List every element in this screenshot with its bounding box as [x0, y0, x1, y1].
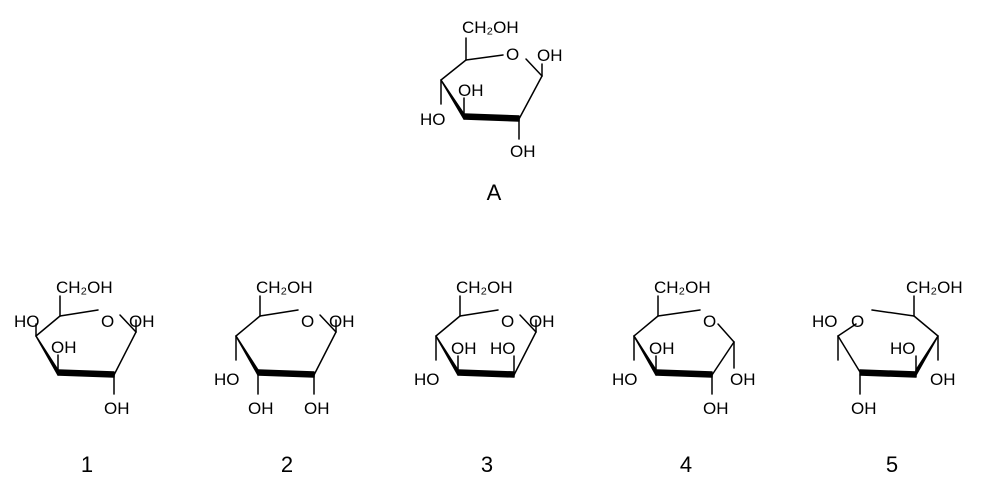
bond-c1-o: [837, 323, 857, 337]
c4-ho-label: HO: [14, 312, 40, 331]
molecule-2: CH₂OH O OH HO OH OH 2: [214, 278, 355, 477]
caption-4: 4: [680, 452, 692, 477]
bond-c1-c2: [513, 331, 537, 376]
bond-o-c1: [519, 314, 537, 333]
c1-oh-label: OH: [129, 312, 155, 331]
bond-o-c1: [525, 58, 543, 77]
caption-2: 2: [281, 452, 293, 477]
molecule-a: CH₂OH O OH OH HO OH A: [420, 18, 563, 205]
bond-c5-c4: [913, 315, 939, 337]
c1-oh-label: OH: [529, 312, 555, 331]
bond-c5-o: [459, 309, 499, 317]
caption-a: A: [487, 180, 502, 205]
ring-oxygen-label: O: [301, 312, 314, 331]
ring-oxygen-label: O: [703, 312, 716, 331]
c1-ho-label: HO: [812, 312, 838, 331]
bond-c3-c2-bold: [463, 113, 520, 122]
bond-c3-c2-bold: [457, 369, 515, 378]
c3-oh-label: OH: [451, 339, 477, 358]
c3-oh-label: OH: [51, 338, 77, 357]
ch2oh-label: CH₂OH: [462, 18, 519, 37]
molecule-5: CH₂OH HO O HO OH OH 5: [812, 278, 963, 477]
ring-oxygen-label: O: [101, 312, 114, 331]
molecule-4: CH₂OH O OH HO OH OH 4: [612, 278, 756, 477]
c3-oh-label: OH: [248, 399, 274, 418]
molecule-3: CH₂OH O OH OH HO HO 3: [414, 278, 555, 477]
ch2oh-label: CH₂OH: [456, 278, 513, 297]
caption-5: 5: [886, 452, 898, 477]
ring-oxygen-label: O: [506, 45, 519, 64]
c1-oh-label: OH: [537, 46, 563, 65]
ch2oh-label: CH₂OH: [654, 278, 711, 297]
bond-c1-c2: [518, 75, 543, 120]
molecule-1: CH₂OH O HO OH OH OH 1: [14, 278, 155, 477]
c4-ho-label: HO: [420, 110, 446, 129]
bond-o-c1: [717, 323, 735, 343]
c3-oh-label: OH: [458, 81, 484, 100]
bond-c3-c2-bold: [655, 369, 713, 378]
c4-oh-label: OH: [930, 370, 956, 389]
c2-oh-label: OH: [851, 399, 877, 418]
bond-c5-c4: [633, 315, 659, 337]
bond-c5-c4: [35, 315, 61, 337]
bond-c5-o: [657, 309, 701, 317]
c2-ho-label: HO: [490, 339, 516, 358]
ch2oh-label: CH₂OH: [906, 278, 963, 297]
bond-c5-o: [59, 309, 99, 317]
c4-ho-label: HO: [414, 370, 440, 389]
c1-oh-label: OH: [329, 312, 355, 331]
bond-c5-c4: [435, 315, 461, 337]
c3-ho-label: HO: [890, 339, 916, 358]
bond-o-c5: [871, 309, 915, 317]
bond-c3-c2-bold: [257, 369, 315, 378]
caption-3: 3: [481, 452, 493, 477]
bond-c1-c2: [113, 331, 137, 376]
c4-ho-label: HO: [214, 370, 240, 389]
bond-c1-c2: [837, 335, 861, 373]
c2-oh-label: OH: [703, 399, 729, 418]
bond-c3-c2-bold: [57, 369, 115, 378]
c2-oh-label: OH: [104, 399, 130, 418]
ring-oxygen-label: O: [501, 312, 514, 331]
caption-1: 1: [81, 452, 93, 477]
bond-c5-o: [465, 54, 504, 61]
bond-c5-c4: [235, 315, 261, 337]
bond-c5-c4: [440, 59, 467, 81]
c3-oh-label: OH: [649, 339, 675, 358]
bond-o-c1: [119, 314, 137, 333]
c2-oh-label: OH: [510, 142, 536, 161]
ch2oh-label: CH₂OH: [56, 278, 113, 297]
bond-c5-o: [259, 309, 299, 317]
bond-c1-c2: [711, 341, 735, 376]
ch2oh-label: CH₂OH: [256, 278, 313, 297]
c1-oh-label: OH: [730, 370, 756, 389]
c4-ho-label: HO: [612, 370, 638, 389]
bond-o-c1: [319, 314, 337, 333]
bond-c2-c3-bold: [859, 369, 917, 378]
ring-oxygen-label: O: [851, 312, 864, 331]
c2-oh-label: OH: [304, 399, 330, 418]
bond-c1-c2: [313, 331, 337, 376]
